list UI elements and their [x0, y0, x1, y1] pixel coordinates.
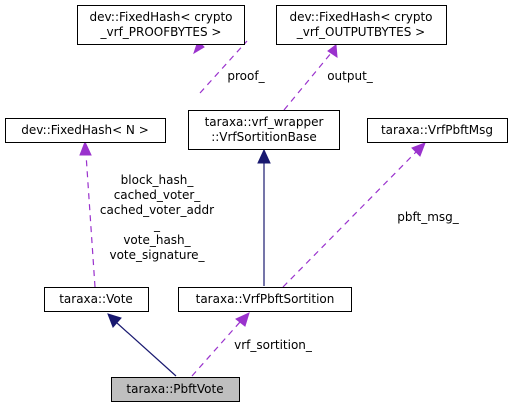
node-vrf-sortition-base-line-1: taraxa::vrf_wrapper	[205, 115, 324, 129]
node-fixedhash-outputbytes-line-2: _vrf_OUTPUTBYTES >	[296, 25, 425, 39]
node-fixedhash-outputbytes[interactable]: dev::FixedHash< crypto _vrf_OUTPUTBYTES …	[276, 5, 447, 45]
node-fixedhash-n[interactable]: dev::FixedHash< N >	[5, 118, 166, 143]
edge-vrf-inherit-arrowhead	[257, 148, 271, 164]
node-fixedhash-proofbytes-line-1: dev::FixedHash< crypto	[89, 10, 232, 24]
edge-label-vrf-sortition: vrf_sortition_	[234, 338, 313, 352]
node-vrf-sortition-base-line-2: ::VrfSortitionBase	[211, 130, 317, 144]
edge-pbft-msg	[282, 151, 417, 288]
node-vote-label: taraxa::Vote	[59, 292, 133, 306]
node-vote[interactable]: taraxa::Vote	[44, 287, 149, 312]
edge-label-vote-hashes-2: cached_voter_	[114, 188, 202, 202]
edge-vote-hashes	[85, 153, 96, 288]
edge-vote-hashes-arrowhead	[79, 140, 92, 156]
nodes: dev::FixedHash< crypto _vrf_PROOFBYTES >…	[5, 5, 508, 402]
edge-output-arrowhead	[327, 44, 338, 58]
edge-vote-inherit	[116, 322, 177, 377]
edge-label-vote-hashes-1: block_hash_	[121, 173, 195, 187]
edge-label-vote-hashes-3: cached_voter_addr	[100, 203, 214, 217]
node-fixedhash-outputbytes-line-1: dev::FixedHash< crypto	[289, 10, 432, 24]
edge-vote-inherit-arrowhead	[107, 313, 122, 328]
edge-label-vote-hashes-4: _	[153, 218, 161, 232]
edge-proof	[199, 40, 248, 94]
node-vrf-sortition-base[interactable]: taraxa::vrf_wrapper ::VrfSortitionBase	[188, 110, 340, 150]
edge-vrf-sortition	[191, 321, 241, 377]
node-fixedhash-proofbytes-line-2: _vrf_PROOFBYTES >	[100, 25, 222, 39]
node-fixedhash-proofbytes[interactable]: dev::FixedHash< crypto _vrf_PROOFBYTES >	[77, 5, 245, 45]
edge-label-vote-hashes-6: vote_signature_	[109, 248, 205, 262]
edge-label-pbft-msg: pbft_msg_	[397, 210, 460, 224]
edge-vrf-sortition-arrowhead	[235, 312, 250, 327]
node-pbft-vote[interactable]: taraxa::PbftVote	[111, 377, 240, 402]
edges: proof_ output_ pbft_msg_ block_hash_ cac…	[79, 40, 460, 377]
node-pbft-vote-label: taraxa::PbftVote	[126, 382, 223, 396]
node-vrf-pbft-sortition-label: taraxa::VrfPbftSortition	[196, 292, 335, 306]
edge-label-output: output_	[327, 69, 374, 83]
edge-label-proof: proof_	[227, 69, 265, 83]
edge-pbft-msg-arrowhead	[411, 142, 426, 157]
edge-output	[283, 51, 333, 111]
node-vrf-pbft-sortition[interactable]: taraxa::VrfPbftSortition	[178, 287, 352, 312]
node-vrf-pbft-msg[interactable]: taraxa::VrfPbftMsg	[367, 118, 508, 143]
node-vrf-pbft-msg-label: taraxa::VrfPbftMsg	[381, 123, 493, 137]
edge-label-vote-hashes-5: vote_hash_	[123, 233, 191, 247]
node-fixedhash-n-label: dev::FixedHash< N >	[21, 123, 149, 137]
